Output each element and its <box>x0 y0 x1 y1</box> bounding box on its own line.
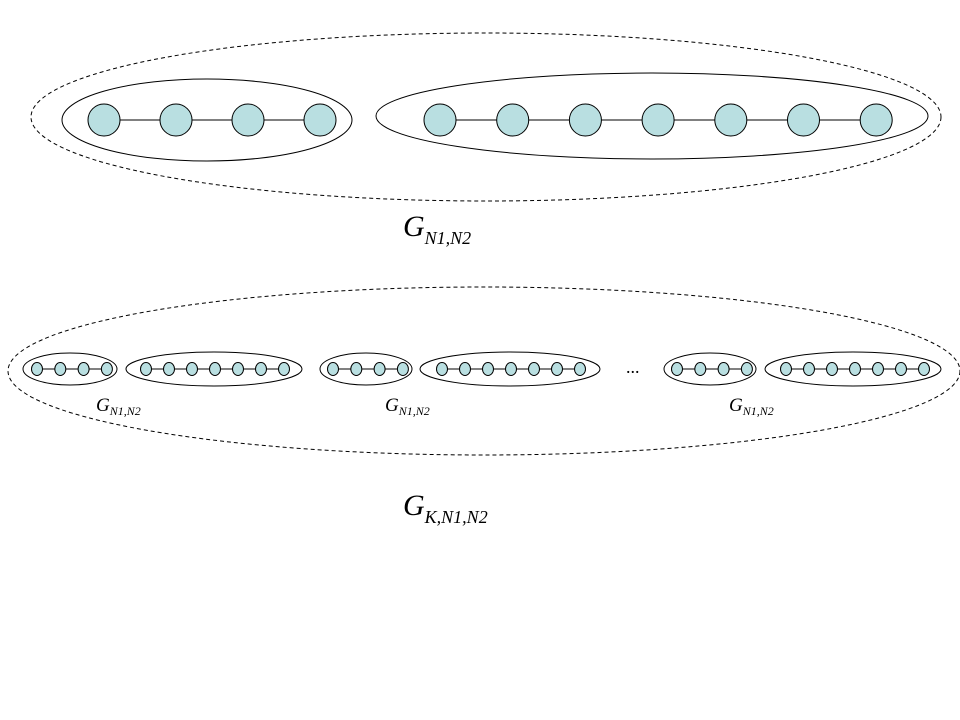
node <box>77 362 90 376</box>
copy3-group1-ellipse <box>663 352 757 386</box>
top-label-sub: N1,N2 <box>424 228 472 248</box>
bottom-graph: GN1,N2 GN1,N2 ... GN1,N2 <box>7 286 960 456</box>
node <box>396 362 409 376</box>
node <box>209 362 221 376</box>
node <box>163 362 175 376</box>
top-graph <box>30 32 942 202</box>
node <box>140 362 152 376</box>
node <box>849 362 861 376</box>
node <box>641 103 675 137</box>
node <box>303 103 337 137</box>
node <box>87 103 121 137</box>
copy3-group2-ellipse <box>764 351 942 387</box>
node <box>787 103 820 137</box>
node <box>278 362 290 376</box>
copy3-group2-path <box>780 362 930 376</box>
copy1-label: GN1,N2 <box>96 395 141 418</box>
copy1-group1-ellipse <box>22 352 118 386</box>
copy1-group2-ellipse <box>125 351 303 387</box>
node <box>895 362 907 376</box>
node <box>918 362 930 376</box>
top-graph-label: GN1,N2 <box>403 210 471 248</box>
node <box>350 362 363 376</box>
node <box>714 103 748 137</box>
top-group1-path <box>87 103 337 137</box>
node <box>574 362 586 376</box>
copy-2: GN1,N2 <box>319 351 601 418</box>
node <box>327 362 339 376</box>
node <box>496 103 530 137</box>
copy2-group1-path <box>327 362 409 376</box>
copy3-label-main: G <box>729 395 743 416</box>
node <box>568 103 602 137</box>
top-group2-ellipse <box>375 72 929 160</box>
bottom-graph-label: GK,N1,N2 <box>403 489 488 527</box>
copy3-group1-path <box>671 362 753 376</box>
node <box>54 362 67 376</box>
node <box>423 103 457 137</box>
node <box>671 362 683 376</box>
node <box>231 103 265 137</box>
copy-3: GN1,N2 <box>663 351 942 418</box>
copy3-label: GN1,N2 <box>729 395 774 418</box>
node <box>872 362 884 376</box>
copy2-group1-ellipse <box>319 352 413 386</box>
copy1-group1-path <box>31 362 113 376</box>
node <box>505 362 517 376</box>
copy1-group2-path <box>140 362 290 376</box>
node <box>100 362 113 376</box>
copies-ellipsis: ... <box>626 357 640 377</box>
top-outer-dashed-ellipse <box>30 32 942 202</box>
copy2-label: GN1,N2 <box>385 395 430 418</box>
node <box>551 362 563 376</box>
node <box>803 362 815 376</box>
node <box>740 362 753 376</box>
node <box>255 362 267 376</box>
bottom-label-main: G <box>403 489 425 522</box>
node <box>717 362 730 376</box>
node <box>780 362 792 376</box>
node <box>232 362 244 376</box>
node <box>436 362 448 376</box>
node <box>826 362 838 376</box>
copy2-label-main: G <box>385 395 399 416</box>
top-group1-ellipse <box>61 78 353 162</box>
top-group2-path <box>423 103 893 137</box>
copy2-group2-path <box>436 362 586 376</box>
copy-1: GN1,N2 <box>22 351 303 418</box>
node <box>159 103 193 137</box>
copy1-label-main: G <box>96 395 110 416</box>
node <box>459 362 471 376</box>
copy2-group2-ellipse <box>419 351 601 387</box>
node <box>482 362 494 376</box>
bottom-outer-dashed-ellipse <box>7 286 960 456</box>
copy1-label-sub: N1,N2 <box>109 404 141 418</box>
bottom-label-sub: K,N1,N2 <box>424 507 488 527</box>
node <box>373 362 386 376</box>
top-label-main: G <box>403 210 425 243</box>
node <box>31 362 43 376</box>
node <box>694 362 707 376</box>
copy2-label-sub: N1,N2 <box>398 404 430 418</box>
copy3-label-sub: N1,N2 <box>742 404 774 418</box>
node <box>186 362 198 376</box>
node <box>528 362 540 376</box>
node <box>859 103 893 137</box>
